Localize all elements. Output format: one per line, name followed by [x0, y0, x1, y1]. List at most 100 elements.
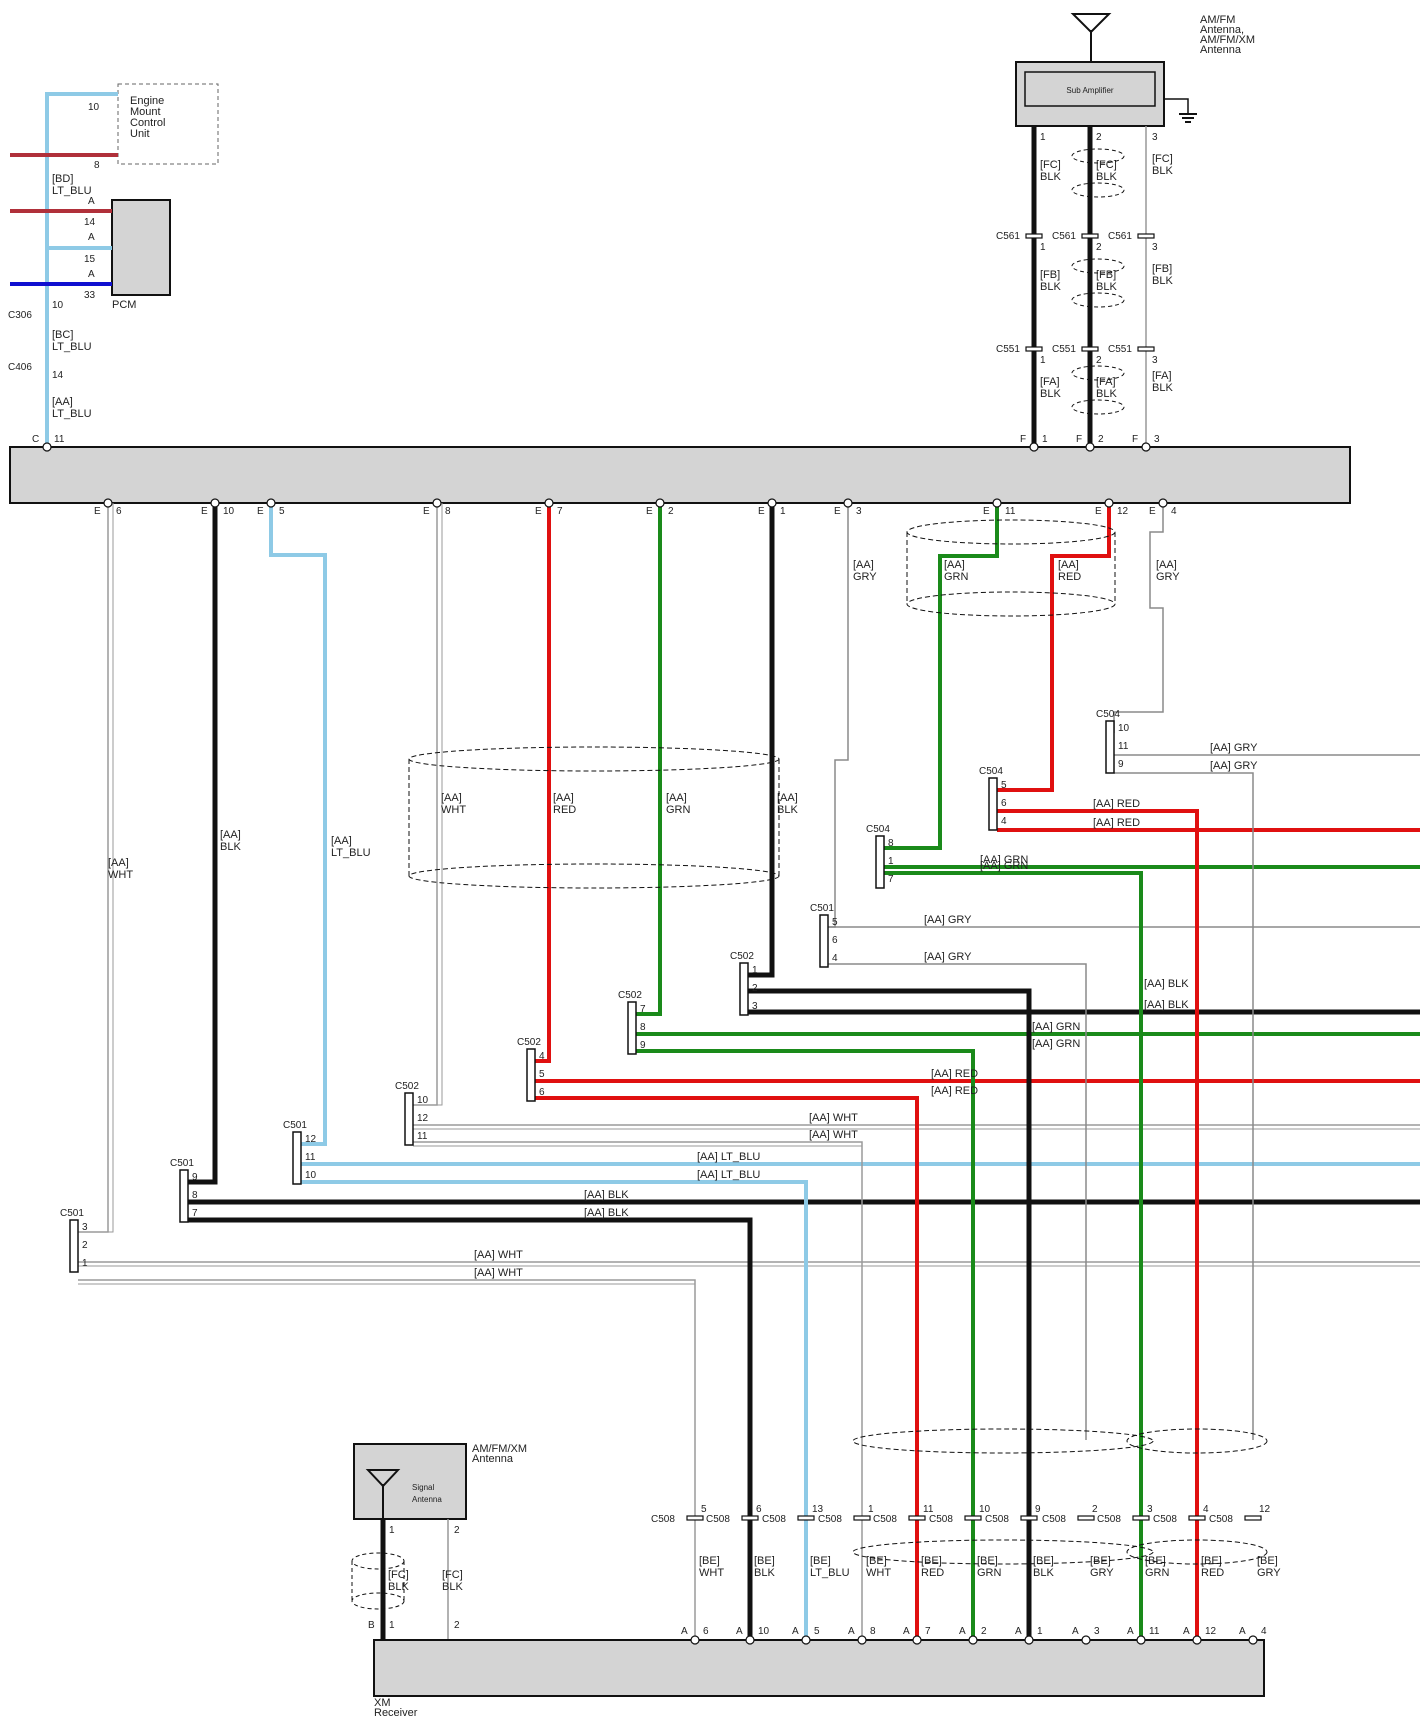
connector-pin-label: 12	[1259, 1504, 1271, 1515]
wire-code: [FC]	[388, 1569, 409, 1581]
connector-pin-label: 1	[752, 965, 758, 976]
wire-color: BLK	[1152, 165, 1173, 177]
connector-pin-label: 8	[888, 838, 894, 849]
am-fm-xm-antenna-label: Antenna	[472, 1453, 514, 1465]
shield-outline	[1071, 148, 1125, 164]
wire-run-label: [AA] RED	[1093, 798, 1140, 810]
wire-c502-feed	[748, 503, 775, 978]
connector-pin-label: 3	[1152, 355, 1158, 366]
am-fm-antenna-label: AM/FM/XM	[1200, 34, 1255, 46]
junction-bus-bar	[9, 446, 1351, 504]
wire-code: [BE]	[1145, 1555, 1166, 1567]
wire-color: GRN	[666, 804, 691, 816]
wire-code: [FC]	[1096, 159, 1117, 171]
bus-pin-label: 3	[1154, 434, 1160, 445]
wire-code: [AA]	[52, 396, 73, 408]
pin-terminal	[1081, 1635, 1091, 1645]
wire-run-label: [AA] GRY	[924, 914, 972, 926]
sub-amplifier-inner	[1024, 71, 1156, 107]
inline-connector	[908, 1515, 926, 1521]
pin-label: A	[88, 196, 95, 207]
pin-label: A	[88, 269, 95, 280]
connector-pin-label: 9	[640, 1040, 646, 1051]
xm-receiver-label: Receiver	[374, 1707, 418, 1718]
inline-connector	[1025, 346, 1043, 352]
bus-pin-label: F	[1076, 434, 1082, 445]
connector-label: C502	[517, 1037, 541, 1048]
wire-code: [FB]	[1096, 269, 1116, 281]
bus-pin-label: E	[257, 506, 264, 517]
wire-color: BLK	[1096, 171, 1117, 183]
pin-terminal	[801, 1635, 811, 1645]
connector-pin-label: 6	[539, 1087, 545, 1098]
connector-pin-label: 10	[979, 1504, 991, 1515]
wire-color: BLK	[1040, 388, 1061, 400]
connector-pin-label: 3	[82, 1222, 88, 1233]
wire-color: LT_BLU	[52, 341, 92, 353]
pin-label: C	[32, 434, 39, 445]
bus-pin-label: E	[983, 506, 990, 517]
wire-code: [AA]	[331, 835, 352, 847]
bus-pin-label: 5	[279, 506, 285, 517]
wire-color: BLK	[754, 1567, 775, 1579]
inline-connector	[1137, 233, 1155, 239]
inline-connector	[526, 1048, 536, 1102]
inline-connector	[797, 1515, 815, 1521]
antenna-icon	[1070, 13, 1112, 34]
wire-color: GRN	[944, 571, 969, 583]
wire-code: [AA]	[1156, 559, 1177, 571]
pin-label: 14	[84, 217, 96, 228]
signal-antenna-label: Antenna	[412, 1495, 442, 1504]
connector-pin-label: 11	[1118, 741, 1129, 752]
antenna-icon	[365, 1469, 401, 1488]
connector-label: C508	[651, 1514, 675, 1525]
wire-run	[636, 1049, 975, 1640]
pin-terminal	[1248, 1635, 1258, 1645]
wire-color: LT_BLU	[52, 185, 92, 197]
inline-connector	[686, 1515, 704, 1521]
connector-label: C508	[985, 1514, 1009, 1525]
wire-run-label: [AA] RED	[1093, 817, 1140, 829]
wire-code: [FC]	[442, 1569, 463, 1581]
wire-code: [AA]	[944, 559, 965, 571]
connector-label: C502	[395, 1081, 419, 1092]
connector-label: C504	[979, 766, 1003, 777]
wire-code: [FB]	[1152, 263, 1172, 275]
pin-terminal	[992, 498, 1002, 508]
wire-color: WHT	[699, 1567, 724, 1579]
pin-terminal	[857, 1635, 867, 1645]
connector-label: C508	[762, 1514, 786, 1525]
signal-antenna-label: Signal	[412, 1483, 434, 1492]
connector-pin-label: 6	[756, 1504, 762, 1515]
wire-code: [BE]	[699, 1555, 720, 1567]
shield-outline	[408, 863, 780, 889]
wire-run-label: [AA] GRY	[1210, 742, 1258, 754]
pin-terminal	[968, 1635, 978, 1645]
wire-c501-feed-pair	[83, 503, 114, 1233]
wire-gry-feed	[1113, 503, 1164, 733]
wire-run-label: [AA] GRN	[1032, 1021, 1080, 1033]
connector-label: C501	[60, 1208, 84, 1219]
wire-run-label: [AA] RED	[931, 1085, 978, 1097]
connector-label: C508	[818, 1514, 842, 1525]
wire-run-label: [AA] GRY	[924, 951, 972, 963]
am-fm-antenna-label: Antenna	[1200, 44, 1242, 56]
shield-outline	[1071, 365, 1125, 381]
pin-label: 2	[454, 1620, 460, 1631]
pin-terminal	[1104, 498, 1114, 508]
wire-color: RED	[1201, 1567, 1224, 1579]
inline-connector	[1188, 1515, 1206, 1521]
engine-mount-control-unit-box	[117, 83, 219, 165]
xm-pin-label: 2	[981, 1626, 987, 1637]
wire-color: BLK	[1096, 388, 1117, 400]
shield-outline	[906, 591, 1116, 617]
engine-mount-control-unit-label: Engine	[130, 95, 164, 107]
wire-color: GRY	[1090, 1567, 1114, 1579]
connector-pin-label: 5	[539, 1069, 545, 1080]
wire-color: GRN	[1145, 1567, 1170, 1579]
shield-outline	[408, 746, 780, 772]
connector-label: C406	[8, 362, 32, 373]
bus-pin-label: 8	[445, 506, 451, 517]
wire-ltblu-pcm	[45, 92, 118, 447]
inline-connector	[179, 1169, 189, 1223]
